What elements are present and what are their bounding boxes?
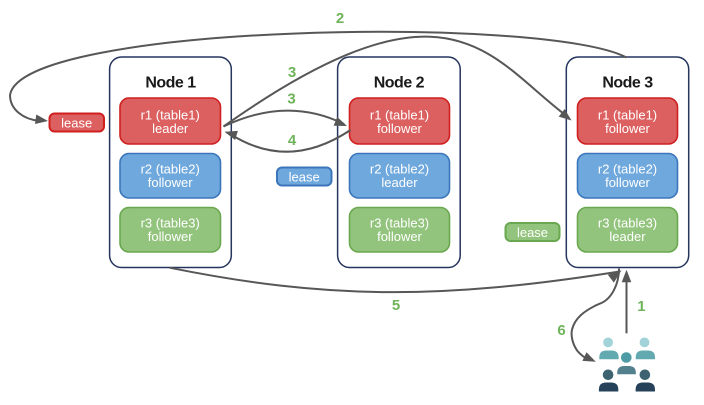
svg-text:r1 (table1): r1 (table1) [141, 108, 200, 123]
svg-text:follower: follower [148, 229, 193, 244]
svg-text:lease: lease [61, 116, 92, 131]
svg-text:r3 (table3): r3 (table3) [141, 216, 200, 231]
svg-text:follower: follower [377, 121, 422, 136]
svg-text:3: 3 [288, 64, 296, 81]
svg-text:r1 (table1): r1 (table1) [370, 108, 429, 123]
svg-text:lease: lease [517, 225, 548, 240]
svg-text:leader: leader [609, 229, 646, 244]
svg-text:leader: leader [381, 175, 418, 190]
svg-text:follower: follower [377, 229, 422, 244]
svg-text:4: 4 [288, 132, 297, 149]
svg-text:follower: follower [148, 175, 193, 190]
svg-text:r2 (table2): r2 (table2) [141, 162, 200, 177]
svg-text:Node 2: Node 2 [374, 75, 425, 92]
svg-text:2: 2 [336, 10, 344, 27]
svg-text:follower: follower [605, 121, 650, 136]
svg-text:r2 (table2): r2 (table2) [370, 162, 429, 177]
svg-text:Node 3: Node 3 [602, 75, 653, 92]
svg-text:5: 5 [392, 297, 400, 314]
svg-text:r2 (table2): r2 (table2) [598, 162, 657, 177]
svg-text:Node 1: Node 1 [145, 75, 196, 92]
svg-text:r3 (table3): r3 (table3) [598, 216, 657, 231]
svg-text:1: 1 [637, 298, 645, 315]
svg-text:3: 3 [287, 91, 295, 108]
svg-text:lease: lease [289, 170, 320, 185]
svg-text:6: 6 [557, 322, 565, 339]
svg-text:leader: leader [152, 121, 189, 136]
svg-text:r1 (table1): r1 (table1) [598, 108, 657, 123]
svg-text:follower: follower [605, 175, 650, 190]
svg-text:r3 (table3): r3 (table3) [370, 216, 429, 231]
